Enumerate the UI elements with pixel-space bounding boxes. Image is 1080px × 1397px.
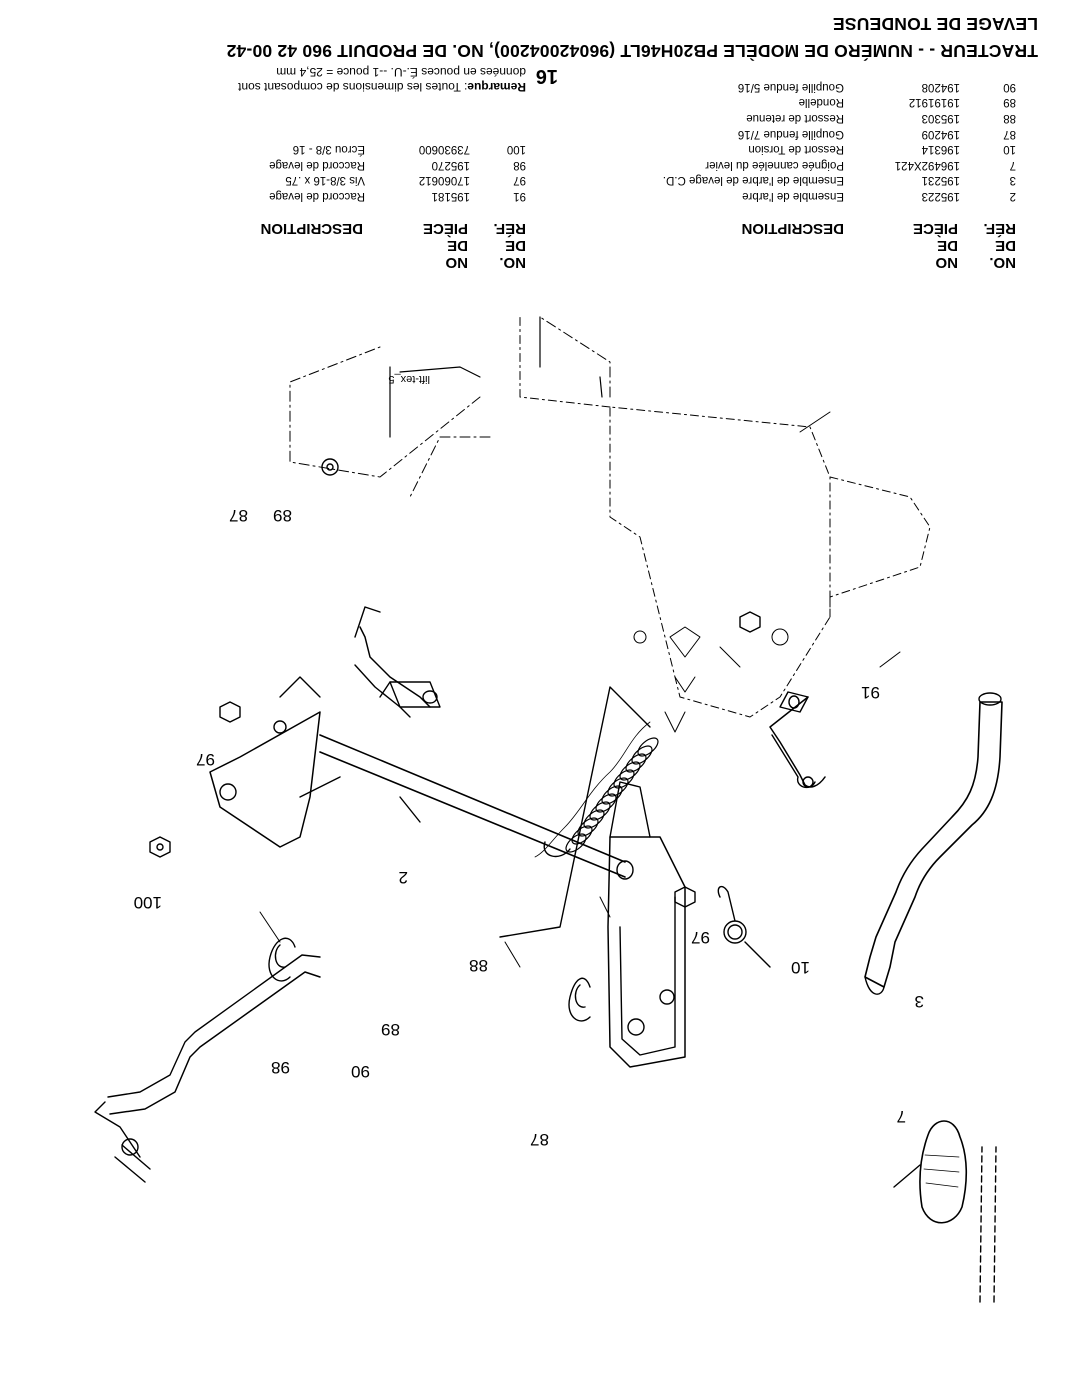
right-description-header: DESCRIPTION [260, 220, 363, 237]
callout-88: 88 [469, 956, 488, 975]
grip-7 [893, 1120, 968, 1224]
left-bracket [607, 781, 686, 1068]
dimensions-note: Remarque: Toutes les dimensions de compo… [238, 65, 526, 94]
callout-3: 3 [914, 992, 924, 1011]
frame-lines [289, 316, 831, 618]
callout-100: 100 [133, 893, 162, 912]
leader-lines [259, 411, 901, 968]
callout-97b: 97 [196, 750, 215, 769]
diagram-file-label: lift-tex_5 [388, 373, 430, 385]
hardware [149, 611, 761, 908]
lower-rod [94, 954, 321, 1183]
callout-87a: 87 [530, 1130, 549, 1149]
washer-89 [321, 458, 339, 476]
lift-spring [499, 686, 659, 938]
lift-link-91 [769, 691, 826, 789]
note-label: Remarque [467, 80, 526, 94]
callout-7: 7 [896, 1107, 906, 1126]
page-number: 16 [535, 65, 558, 87]
callout-89a: 89 [381, 1020, 400, 1039]
callout-97a: 97 [691, 928, 710, 947]
lift-link-98 [354, 606, 438, 718]
cross-shaft [319, 734, 634, 880]
torsion-spring [717, 885, 771, 968]
callout-87b: 87 [229, 506, 248, 525]
frame-outline [389, 316, 603, 438]
callout-90: 90 [351, 1062, 370, 1081]
mounting-plate [519, 316, 931, 718]
lift-lever [864, 692, 1003, 1303]
callout-10: 10 [791, 958, 810, 977]
plate-slots [633, 626, 789, 733]
left-description-header: DESCRIPTION [741, 220, 844, 237]
cotter-pin-87a [268, 937, 296, 982]
callout-2: 2 [398, 868, 408, 887]
callout-91: 91 [861, 683, 880, 702]
right-bracket [209, 676, 341, 848]
cotter-pin-87b [568, 977, 591, 1022]
ferrule-block [379, 681, 441, 708]
callout-89b: 89 [273, 506, 292, 525]
callout-98: 98 [271, 1058, 290, 1077]
